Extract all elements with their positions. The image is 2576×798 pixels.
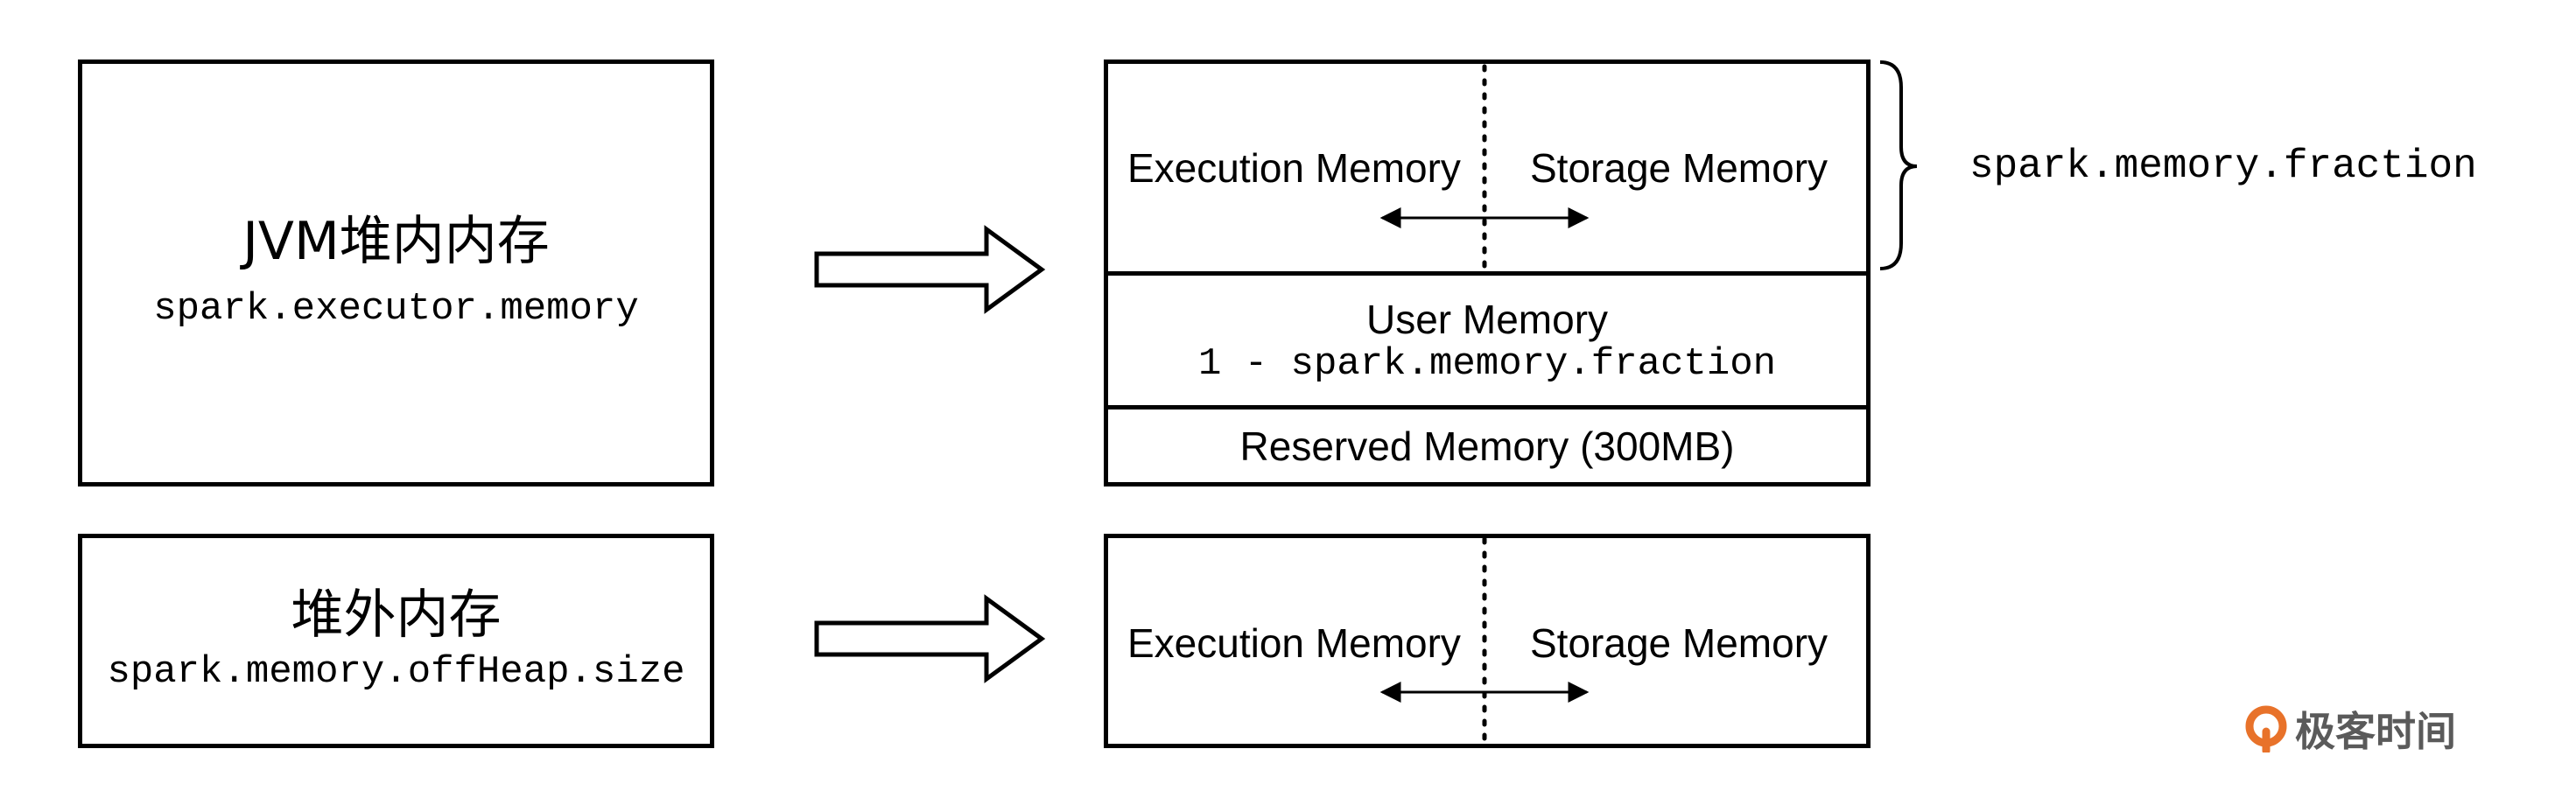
unified-user-divider [1108, 271, 1866, 276]
user-reserved-divider [1108, 405, 1866, 410]
watermark-logo: 极客时间 [2244, 700, 2456, 758]
offheap-execution-label: Execution Memory [1127, 620, 1461, 666]
reserved-memory-region: Reserved Memory (300MB) [1108, 410, 1866, 482]
onheap-source-config: spark.executor.memory [153, 287, 639, 331]
offheap-layout-box: Execution Memory Storage Memory [1104, 534, 1871, 748]
onheap-source-title: JVM堆内内存 [242, 211, 550, 272]
user-memory-label: User Memory [1365, 296, 1609, 342]
fraction-curly-brace [1879, 60, 1918, 270]
user-memory-formula: 1 - spark.memory.fraction [1197, 342, 1777, 387]
onheap-block-arrow [814, 225, 1046, 314]
offheap-block-arrow [814, 594, 1046, 683]
reserved-memory-label: Reserved Memory (300MB) [1239, 423, 1735, 469]
geektime-logo-icon [2245, 705, 2287, 752]
watermark-text: 极客时间 [2295, 708, 2456, 755]
offheap-source-config: spark.memory.offHeap.size [107, 649, 685, 694]
onheap-execution-label: Execution Memory [1127, 145, 1461, 191]
user-memory-region: User Memory 1 - spark.memory.fraction [1108, 276, 1866, 407]
offheap-storage-label: Storage Memory [1530, 620, 1828, 666]
onheap-layout-box: Execution Memory Storage Memory User Mem… [1104, 60, 1871, 486]
onheap-source-box: JVM堆内内存 spark.executor.memory [78, 60, 714, 486]
onheap-source-content: JVM堆内内存 spark.executor.memory [82, 64, 710, 482]
offheap-source-box: 堆外内存 spark.memory.offHeap.size [78, 534, 714, 748]
memory-fraction-config: spark.memory.fraction [1969, 144, 2477, 189]
onheap-storage-label: Storage Memory [1530, 145, 1828, 191]
offheap-source-content: 堆外内存 spark.memory.offHeap.size [82, 538, 710, 744]
offheap-source-title: 堆外内存 [291, 584, 502, 646]
